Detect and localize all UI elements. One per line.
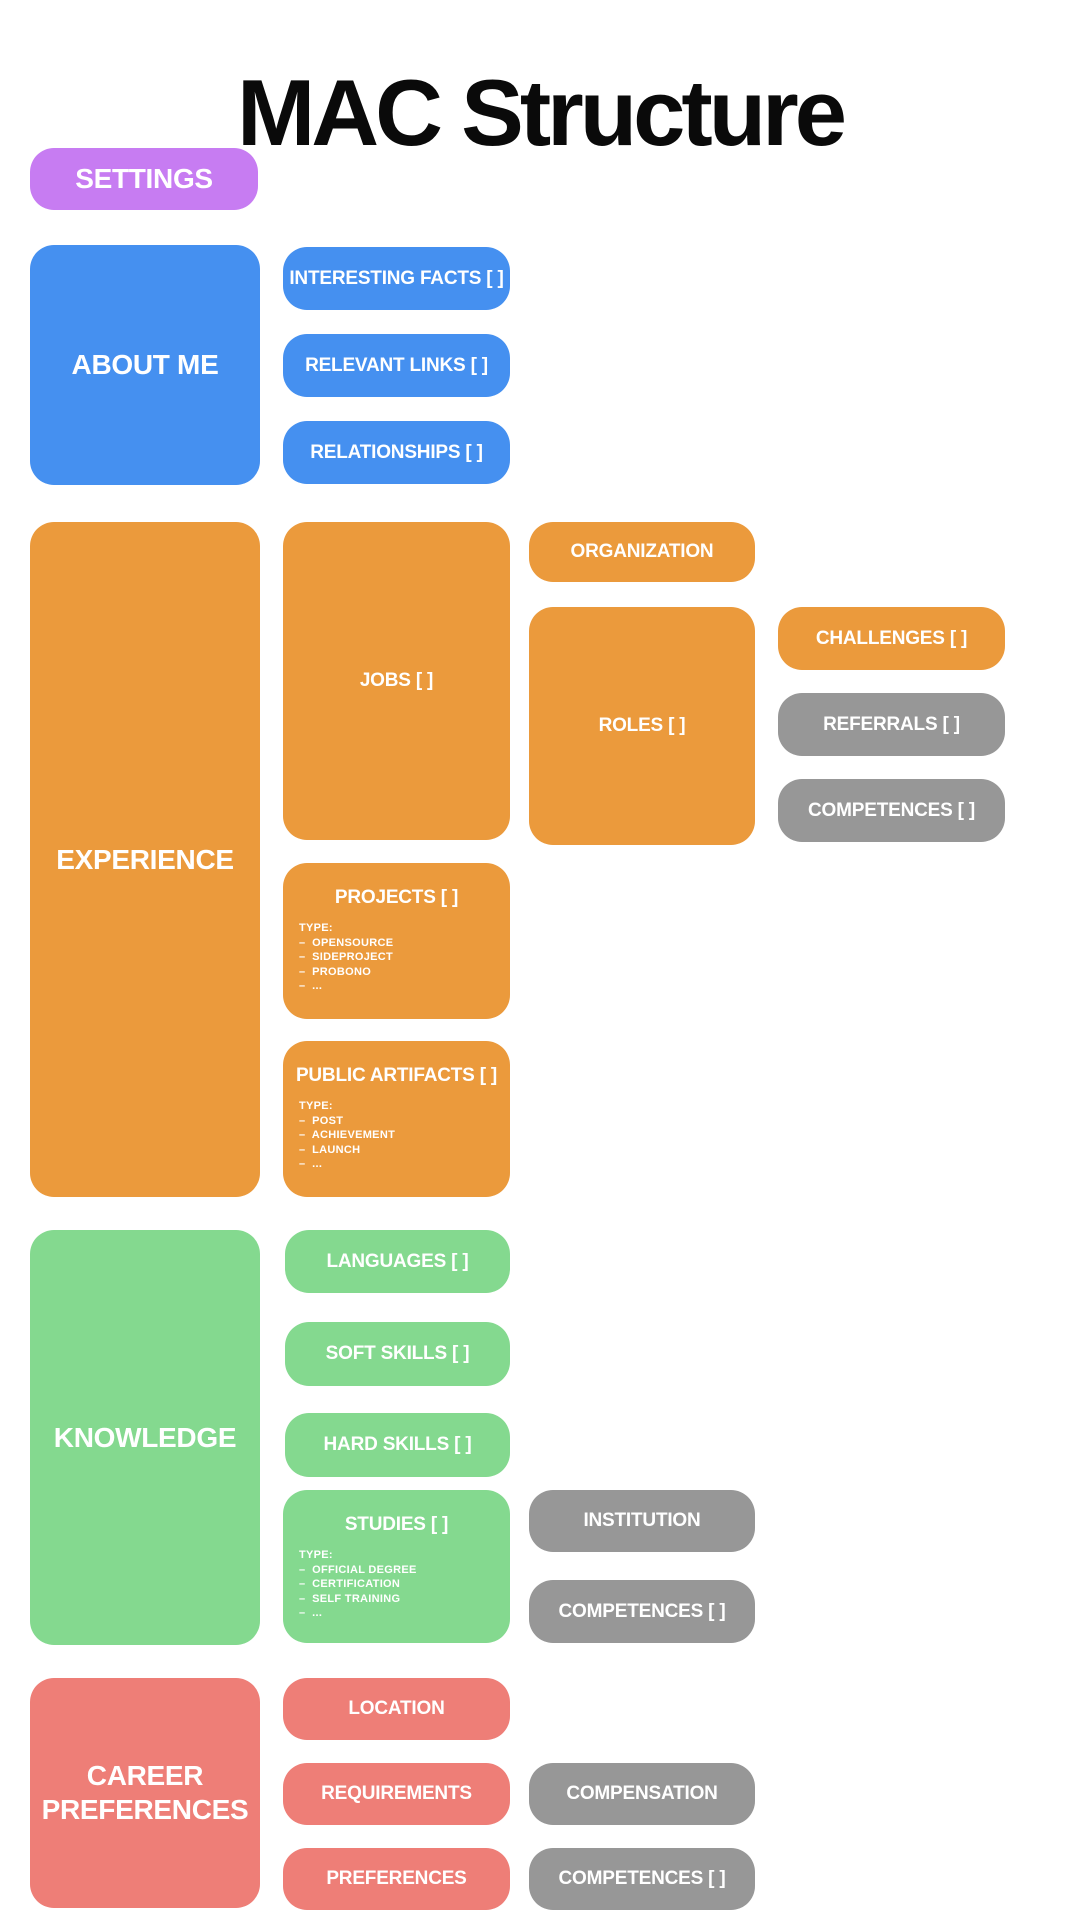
- public-artifacts-label: PUBLIC ARTIFACTS [ ]: [295, 1065, 498, 1086]
- relevant-links-node: RELEVANT LINKS [ ]: [283, 334, 510, 397]
- location-label: LOCATION: [348, 1698, 445, 1719]
- type-heading: TYPE:: [299, 1100, 333, 1112]
- referrals-label: REFERRALS [ ]: [823, 713, 960, 735]
- studies-competences-label: COMPETENCES [ ]: [558, 1600, 726, 1622]
- public-artifacts-node: PUBLIC ARTIFACTS [ ] TYPE: – POST – ACHI…: [283, 1041, 510, 1197]
- type-item: – OPENSOURCE: [299, 936, 394, 949]
- type-item: – POST: [299, 1114, 344, 1127]
- career-preferences-label: CAREER PREFERENCES: [41, 1760, 249, 1825]
- settings-node: SETTINGS: [30, 148, 258, 210]
- challenges-node: CHALLENGES [ ]: [778, 607, 1005, 670]
- knowledge-node: KNOWLEDGE: [30, 1230, 260, 1645]
- knowledge-label: KNOWLEDGE: [53, 1421, 237, 1453]
- roles-competences-node: COMPETENCES [ ]: [778, 779, 1005, 842]
- hard-skills-node: HARD SKILLS [ ]: [285, 1413, 510, 1477]
- projects-label: PROJECTS [ ]: [334, 887, 459, 908]
- preferences-competences-node: COMPETENCES [ ]: [529, 1848, 755, 1910]
- jobs-node: JOBS [ ]: [283, 522, 510, 840]
- about-me-label: ABOUT ME: [71, 349, 219, 380]
- type-heading: TYPE:: [299, 922, 333, 934]
- languages-node: LANGUAGES [ ]: [285, 1230, 510, 1293]
- type-item: – LAUNCH: [299, 1143, 361, 1156]
- location-node: LOCATION: [283, 1678, 510, 1740]
- preferences-label: PREFERENCES: [326, 1868, 467, 1889]
- requirements-node: REQUIREMENTS: [283, 1763, 510, 1825]
- projects-node: PROJECTS [ ] TYPE: – OPENSOURCE – SIDEPR…: [283, 863, 510, 1019]
- relevant-links-label: RELEVANT LINKS [ ]: [305, 354, 488, 376]
- referrals-node: REFERRALS [ ]: [778, 693, 1005, 756]
- studies-type-list: TYPE: – OFFICIAL DEGREE – CERTIFICATION …: [299, 1548, 510, 1621]
- organization-node: ORGANIZATION: [529, 522, 755, 582]
- studies-competences-node: COMPETENCES [ ]: [529, 1580, 755, 1643]
- soft-skills-label: SOFT SKILLS [ ]: [325, 1343, 470, 1364]
- preferences-node: PREFERENCES: [283, 1848, 510, 1910]
- institution-label: INSTITUTION: [583, 1510, 701, 1531]
- interesting-facts-node: INTERESTING FACTS [ ]: [283, 247, 510, 310]
- studies-node: STUDIES [ ] TYPE: – OFFICIAL DEGREE – CE…: [283, 1490, 510, 1643]
- type-item: – ...: [299, 1607, 323, 1619]
- type-item: – OFFICIAL DEGREE: [299, 1563, 417, 1576]
- hard-skills-label: HARD SKILLS [ ]: [323, 1434, 472, 1455]
- type-item: – PROBONO: [299, 965, 372, 978]
- jobs-label: JOBS [ ]: [359, 670, 434, 691]
- studies-label: STUDIES [ ]: [344, 1514, 449, 1535]
- roles-label: ROLES [ ]: [598, 715, 686, 736]
- public-artifacts-type-list: TYPE: – POST – ACHIEVEMENT – LAUNCH – ..…: [299, 1099, 510, 1172]
- type-heading: TYPE:: [299, 1549, 333, 1561]
- requirements-label: REQUIREMENTS: [321, 1783, 472, 1804]
- experience-label: EXPERIENCE: [56, 843, 234, 875]
- organization-label: ORGANIZATION: [570, 541, 714, 562]
- compensation-node: COMPENSATION: [529, 1763, 755, 1825]
- settings-label: SETTINGS: [75, 163, 213, 194]
- experience-node: EXPERIENCE: [30, 522, 260, 1197]
- roles-competences-label: COMPETENCES [ ]: [808, 799, 975, 821]
- type-item: – ...: [299, 1158, 323, 1170]
- compensation-label: COMPENSATION: [566, 1783, 718, 1804]
- challenges-label: CHALLENGES [ ]: [815, 627, 968, 649]
- relationships-node: RELATIONSHIPS [ ]: [283, 421, 510, 484]
- page-title: MAC Structure: [236, 59, 847, 165]
- soft-skills-node: SOFT SKILLS [ ]: [285, 1322, 510, 1386]
- type-item: – ACHIEVEMENT: [299, 1129, 396, 1141]
- preferences-competences-label: COMPETENCES [ ]: [558, 1868, 726, 1889]
- relationships-label: RELATIONSHIPS [ ]: [310, 441, 483, 463]
- interesting-facts-label: INTERESTING FACTS [ ]: [289, 267, 504, 289]
- languages-label: LANGUAGES [ ]: [326, 1250, 469, 1272]
- type-item: – CERTIFICATION: [299, 1578, 401, 1590]
- type-item: – SIDEPROJECT: [299, 951, 394, 963]
- type-item: – SELF TRAINING: [299, 1592, 401, 1605]
- roles-node: ROLES [ ]: [529, 607, 755, 845]
- institution-node: INSTITUTION: [529, 1490, 755, 1552]
- projects-type-list: TYPE: – OPENSOURCE – SIDEPROJECT – PROBO…: [299, 921, 510, 994]
- type-item: – ...: [299, 980, 323, 992]
- about-me-node: ABOUT ME: [30, 245, 260, 485]
- career-preferences-node: CAREER PREFERENCES: [30, 1678, 260, 1908]
